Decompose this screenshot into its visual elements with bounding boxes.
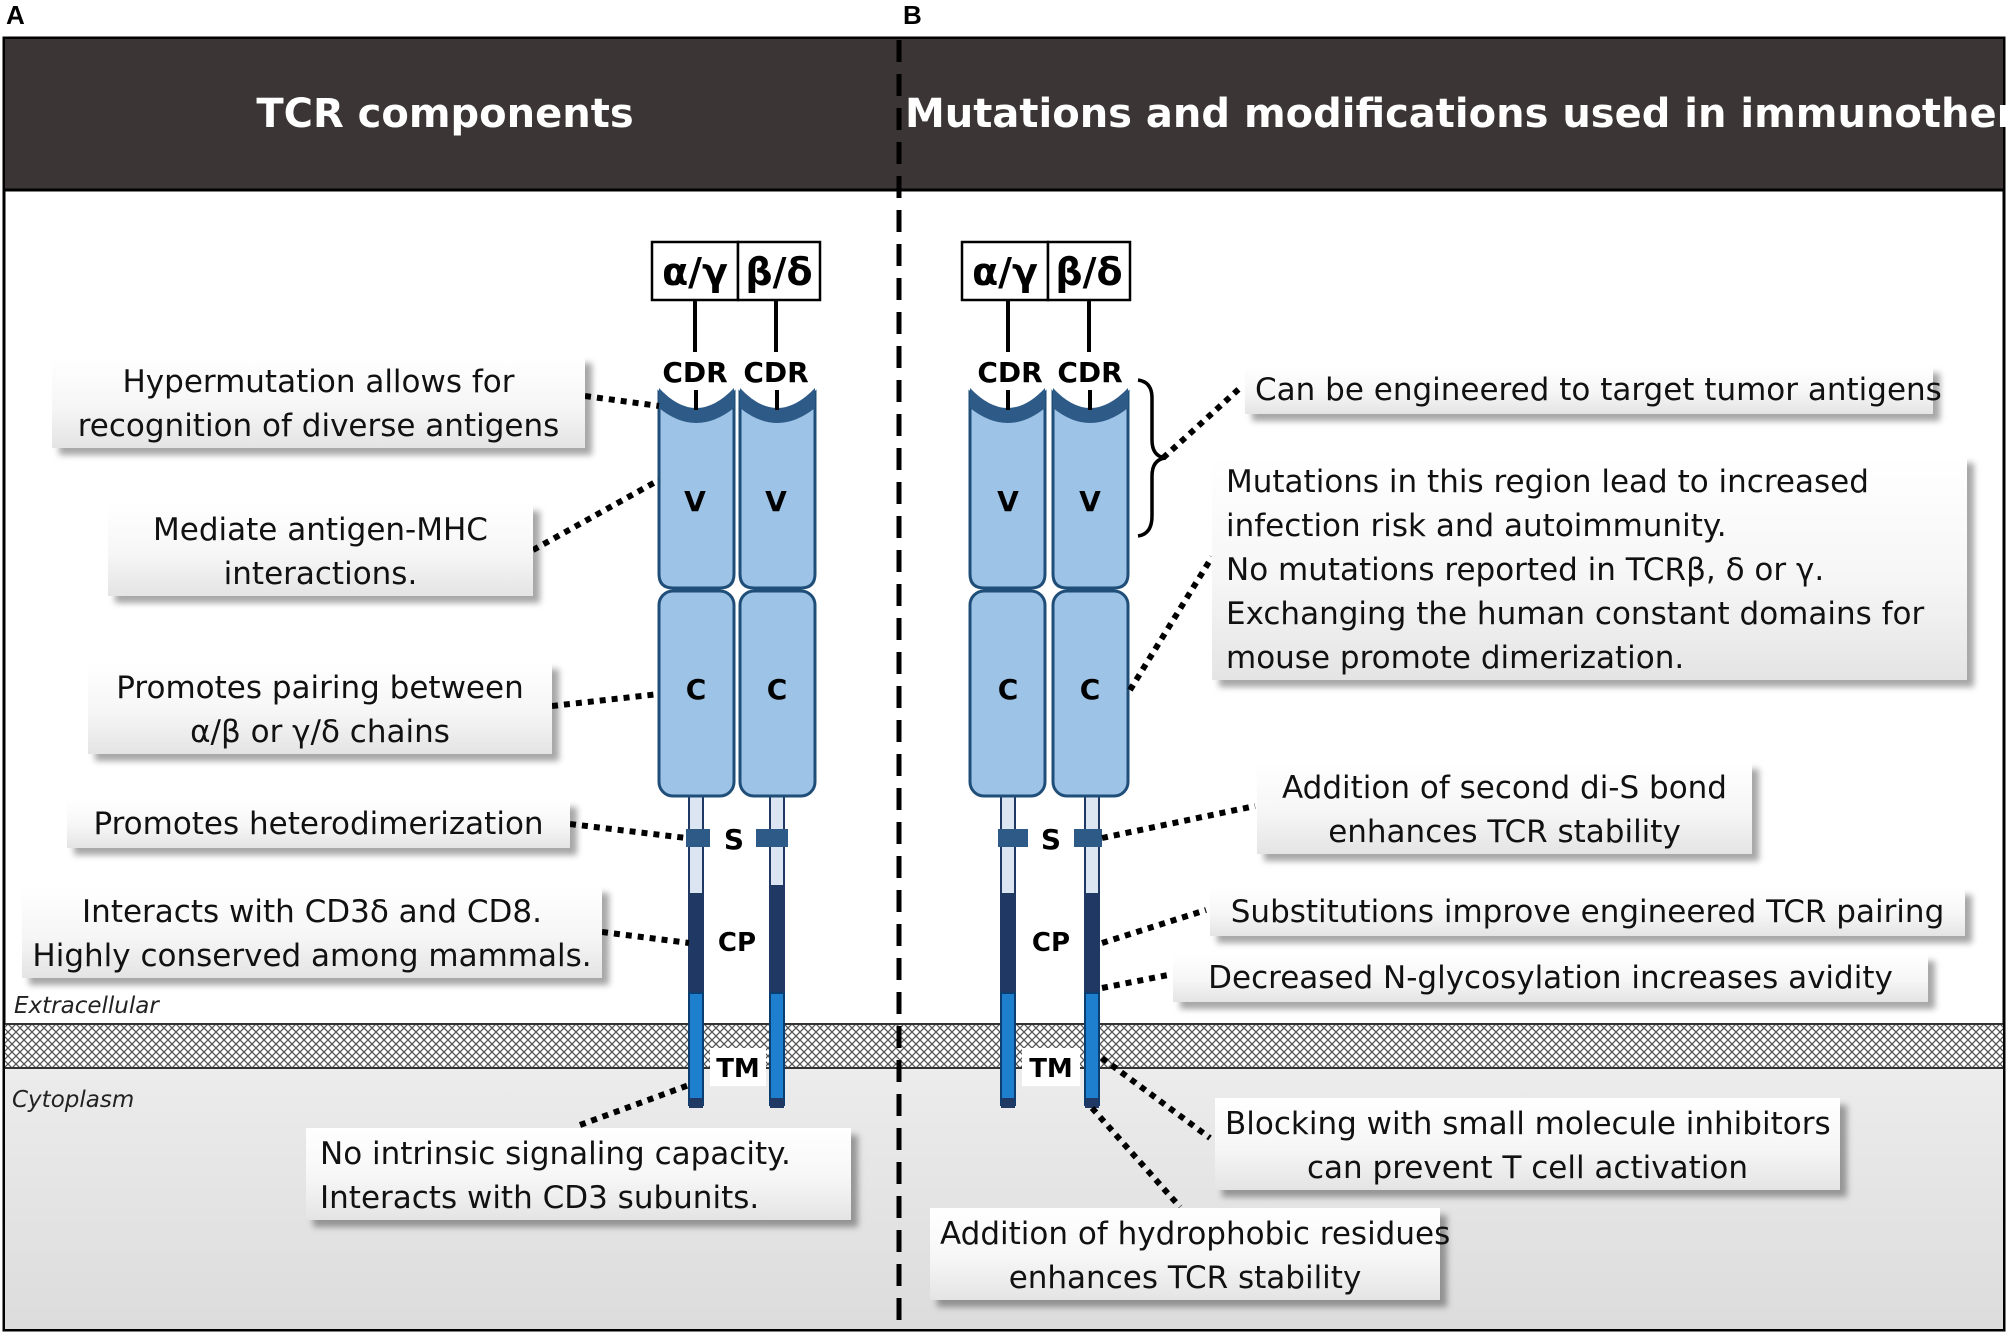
c-label-right-b: C bbox=[1080, 673, 1101, 706]
connector-a-c bbox=[551, 691, 660, 709]
v-label-right: V bbox=[765, 485, 787, 518]
tcr-a: α/γ β/δ CDR CDR S C C V V bbox=[650, 240, 822, 1108]
tm-label-b: TM bbox=[1029, 1054, 1073, 1084]
cp-label: CP bbox=[718, 928, 756, 958]
disulfide-bar-left-b bbox=[998, 829, 1032, 847]
disulfide-bar-left bbox=[686, 829, 710, 847]
callout-b-cp1: Substitutions improve engineered TCR pai… bbox=[1210, 888, 1965, 936]
callout-b-tm1: Blocking with small molecule inhibitors … bbox=[1215, 1098, 1840, 1190]
c-label-right: C bbox=[767, 673, 788, 706]
disulfide-bar-right-b bbox=[1070, 829, 1102, 847]
tm-segment-right bbox=[769, 992, 785, 1106]
cdr-label-right: CDR bbox=[743, 356, 808, 389]
callout-b-cdr: Can be engineered to target tumor antige… bbox=[1245, 366, 1942, 414]
panel-b-title: Mutations and modifications used in immu… bbox=[905, 91, 2008, 137]
connector-a-cp bbox=[601, 929, 690, 946]
tcr-b: α/γ β/δ CDR CDR S C C V V CP TM bbox=[960, 240, 1166, 1108]
callout-a-s: Promotes heterodimerization bbox=[67, 800, 570, 848]
panel-label-b: B bbox=[903, 0, 922, 30]
connector-b-c bbox=[1127, 555, 1215, 692]
tm-segment-right-b bbox=[1084, 992, 1100, 1106]
connector-b-cdr bbox=[1160, 385, 1243, 461]
c-domain-left-b bbox=[968, 589, 1047, 798]
connector-b-tm2 bbox=[1089, 1106, 1183, 1209]
s-label: S bbox=[724, 823, 744, 856]
callout-a-cp: Interacts with CD3δ and CD8. Highly cons… bbox=[22, 886, 602, 978]
chain-label-left-b: α/γ bbox=[972, 250, 1038, 294]
chain-label-left: α/γ bbox=[662, 250, 728, 294]
cdr-cap-right bbox=[740, 388, 815, 423]
panel-label-a: A bbox=[6, 0, 25, 30]
panel-a-title: TCR components bbox=[256, 91, 634, 137]
tm-segment-left-b bbox=[1000, 992, 1016, 1106]
callout-a-tm: No intrinsic signaling capacity. Interac… bbox=[306, 1128, 851, 1220]
c-domain-right bbox=[738, 589, 817, 798]
chain-box-beta-delta bbox=[736, 240, 822, 302]
tm-segment-left bbox=[688, 992, 704, 1106]
cdr-cap-left bbox=[659, 388, 734, 423]
s-label-b: S bbox=[1041, 823, 1061, 856]
cp-segment-left bbox=[689, 893, 703, 993]
header-bar bbox=[5, 39, 2003, 189]
c-label-left-b: C bbox=[998, 673, 1019, 706]
connectors bbox=[531, 385, 1256, 1209]
connector-b-s bbox=[1101, 803, 1256, 841]
connector-a-cdr bbox=[584, 393, 660, 409]
callout-b-s: Addition of second di-S bond enhances TC… bbox=[1257, 762, 1752, 854]
v-label-left-b: V bbox=[997, 485, 1019, 518]
v-label-left: V bbox=[684, 485, 706, 518]
v-label-right-b: V bbox=[1079, 485, 1101, 518]
callout-a-cdr: Hypermutation allows for recognition of … bbox=[52, 356, 585, 448]
extracellular-label: Extracellular bbox=[14, 993, 159, 1019]
c-domain-left bbox=[657, 589, 736, 798]
cdr-label-left-b: CDR bbox=[977, 356, 1042, 389]
connector-a-s bbox=[569, 821, 687, 841]
callout-b-tm2: Addition of hydrophobic residues enhance… bbox=[930, 1208, 1450, 1300]
connector-b-tm1 bbox=[1100, 1055, 1212, 1141]
cytoplasm-label: Cytoplasm bbox=[12, 1087, 135, 1113]
cp-segment-right bbox=[770, 885, 784, 995]
disulfide-bar-right bbox=[756, 829, 788, 847]
callout-a-c: Promotes pairing between α/β or γ/δ chai… bbox=[88, 662, 552, 754]
chain-box-beta-delta-b bbox=[1046, 240, 1132, 302]
cp-label-b: CP bbox=[1032, 928, 1070, 958]
cdr-cap-left-b bbox=[970, 388, 1045, 423]
cdr-cap-right-b bbox=[1053, 388, 1128, 423]
callout-a-v: Mediate antigen-MHC interactions. bbox=[108, 504, 533, 596]
cp-segment-right-b bbox=[1085, 893, 1099, 993]
connector-a-v bbox=[531, 477, 661, 553]
cdr-label-right-b: CDR bbox=[1057, 356, 1122, 389]
c-domain-right-b bbox=[1051, 589, 1130, 798]
callout-b-cp2: Decreased N-glycosylation increases avid… bbox=[1173, 954, 1928, 1002]
callout-b-c: Mutations in this region lead to increas… bbox=[1212, 456, 1967, 680]
chain-label-right: β/δ bbox=[745, 250, 812, 294]
cdr-label-left: CDR bbox=[662, 356, 727, 389]
tm-label: TM bbox=[716, 1054, 760, 1084]
cp-segment-left-b bbox=[1001, 893, 1015, 993]
connector-a-tm bbox=[578, 1082, 691, 1128]
c-label-left: C bbox=[686, 673, 707, 706]
chain-label-right-b: β/δ bbox=[1055, 250, 1122, 294]
